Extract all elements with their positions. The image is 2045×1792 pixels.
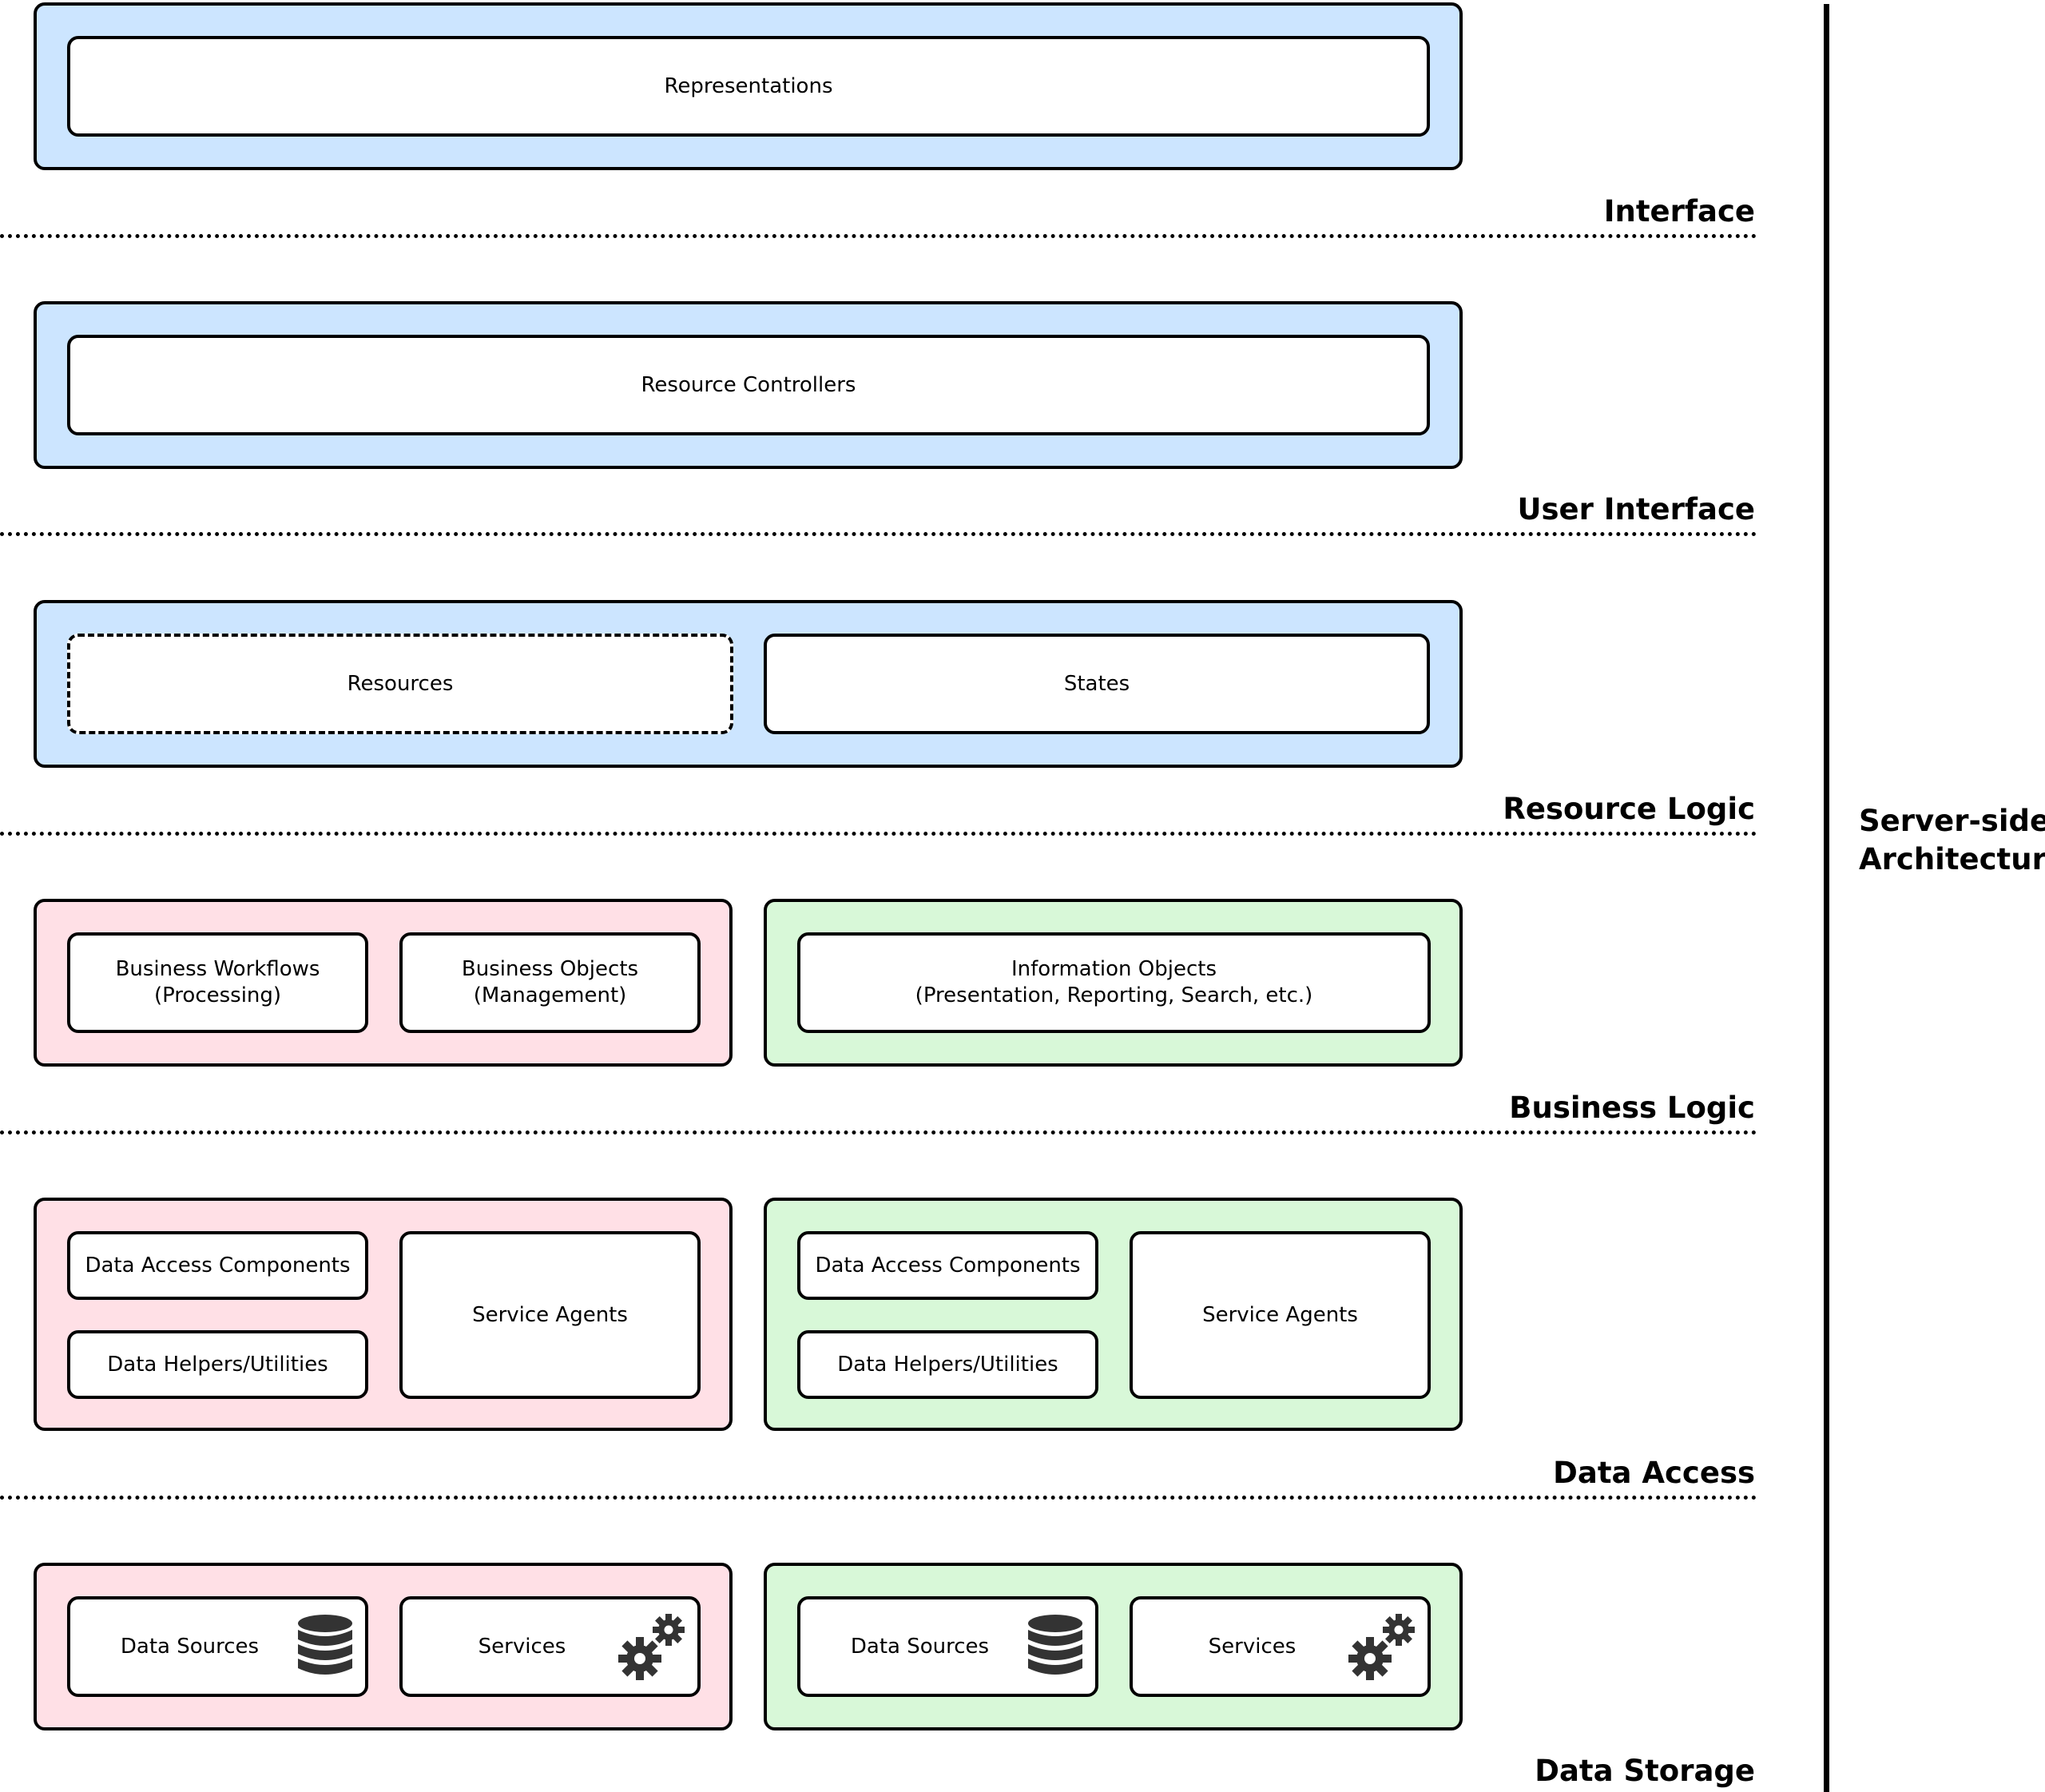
- service-agents-label: Service Agents: [472, 1302, 628, 1327]
- services-label: Services: [478, 1634, 566, 1659]
- data-storage-layer-label: Data Storage: [1535, 1754, 1755, 1788]
- services-label: Services: [1208, 1634, 1296, 1659]
- business-objects-box: Business Objects (Management): [399, 932, 701, 1033]
- data-access-components-label: Data Access Components: [815, 1253, 1081, 1277]
- data-access-layer-label: Data Access: [1553, 1456, 1755, 1490]
- resources-box: Resources: [67, 634, 733, 734]
- data-access-divider: [0, 1496, 1757, 1500]
- services-box: Services: [399, 1596, 701, 1697]
- data-helpers-box: Data Helpers/Utilities: [797, 1330, 1098, 1399]
- service-agents-box: Service Agents: [399, 1231, 701, 1399]
- data-sources-box: Data Sources: [797, 1596, 1098, 1697]
- representations-label: Representations: [664, 74, 833, 98]
- resource-controllers-box: Resource Controllers: [67, 335, 1430, 435]
- architecture-label-line1: Server-side: [1859, 804, 2045, 838]
- information-objects-title: Information Objects: [1011, 957, 1217, 981]
- architecture-bracket-line: [1824, 4, 1829, 1792]
- business-workflows-subtitle: (Processing): [153, 983, 282, 1007]
- information-objects-subtitle: (Presentation, Reporting, Search, etc.): [915, 983, 1313, 1007]
- user-interface-layer-label: User Interface: [1517, 492, 1755, 526]
- resource-logic-divider: [0, 832, 1757, 836]
- business-logic-divider: [0, 1130, 1757, 1134]
- user-interface-divider: [0, 532, 1757, 536]
- gears-icon: [616, 1612, 688, 1681]
- data-storage-left-group: Data Sources Services: [34, 1563, 733, 1730]
- interface-layer-label: Interface: [1603, 194, 1755, 228]
- data-access-components-label: Data Access Components: [85, 1253, 351, 1277]
- resource-logic-group: Resources States: [34, 600, 1463, 768]
- interface-group: Representations: [34, 2, 1463, 170]
- business-logic-left-group: Business Workflows (Processing) Business…: [34, 899, 733, 1067]
- services-box: Services: [1130, 1596, 1431, 1697]
- data-helpers-box: Data Helpers/Utilities: [67, 1330, 368, 1399]
- service-agents-box: Service Agents: [1130, 1231, 1431, 1399]
- business-objects-subtitle: (Management): [473, 983, 627, 1007]
- database-icon: [295, 1614, 355, 1679]
- business-objects-title: Business Objects: [461, 957, 639, 981]
- states-label: States: [1063, 671, 1130, 696]
- resource-controllers-label: Resource Controllers: [641, 372, 856, 397]
- data-storage-right-group: Data Sources Services: [764, 1563, 1463, 1730]
- data-helpers-label: Data Helpers/Utilities: [837, 1352, 1058, 1377]
- data-sources-box: Data Sources: [67, 1596, 368, 1697]
- architecture-label-line2: Architecture: [1859, 842, 2045, 876]
- states-box: States: [764, 634, 1430, 734]
- database-icon: [1025, 1614, 1086, 1679]
- gears-icon: [1346, 1612, 1418, 1681]
- data-helpers-label: Data Helpers/Utilities: [107, 1352, 328, 1377]
- interface-divider: [0, 234, 1757, 238]
- information-objects-box: Information Objects (Presentation, Repor…: [797, 932, 1431, 1033]
- data-access-components-box: Data Access Components: [797, 1231, 1098, 1300]
- business-workflows-box: Business Workflows (Processing): [67, 932, 368, 1033]
- data-sources-label: Data Sources: [120, 1634, 260, 1659]
- business-logic-layer-label: Business Logic: [1509, 1091, 1755, 1125]
- architecture-label: Server-side Architecture: [1859, 802, 2045, 879]
- business-logic-right-group: Information Objects (Presentation, Repor…: [764, 899, 1463, 1067]
- data-access-components-box: Data Access Components: [67, 1231, 368, 1300]
- user-interface-group: Resource Controllers: [34, 301, 1463, 469]
- data-access-left-group: Data Access Components Data Helpers/Util…: [34, 1198, 733, 1431]
- service-agents-label: Service Agents: [1202, 1302, 1358, 1327]
- resources-label: Resources: [347, 671, 454, 696]
- data-sources-label: Data Sources: [850, 1634, 990, 1659]
- business-workflows-title: Business Workflows: [115, 957, 320, 981]
- data-access-right-group: Data Access Components Data Helpers/Util…: [764, 1198, 1463, 1431]
- representations-box: Representations: [67, 36, 1430, 137]
- resource-logic-layer-label: Resource Logic: [1503, 792, 1755, 826]
